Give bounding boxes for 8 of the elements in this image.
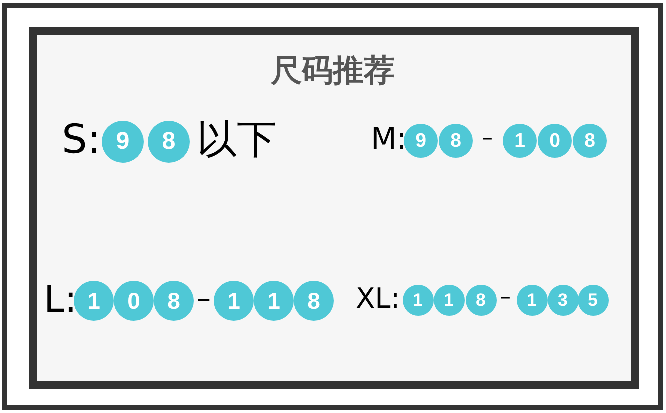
size-label: S: <box>62 120 101 160</box>
size-label: – <box>482 128 493 150</box>
size-label: XL: <box>356 284 400 313</box>
size-label: M: <box>371 124 407 154</box>
size-label: – <box>500 286 511 309</box>
size-label: – <box>197 284 211 313</box>
card-title: 尺码推荐 <box>271 56 395 87</box>
size-label: 以下 <box>197 120 277 160</box>
